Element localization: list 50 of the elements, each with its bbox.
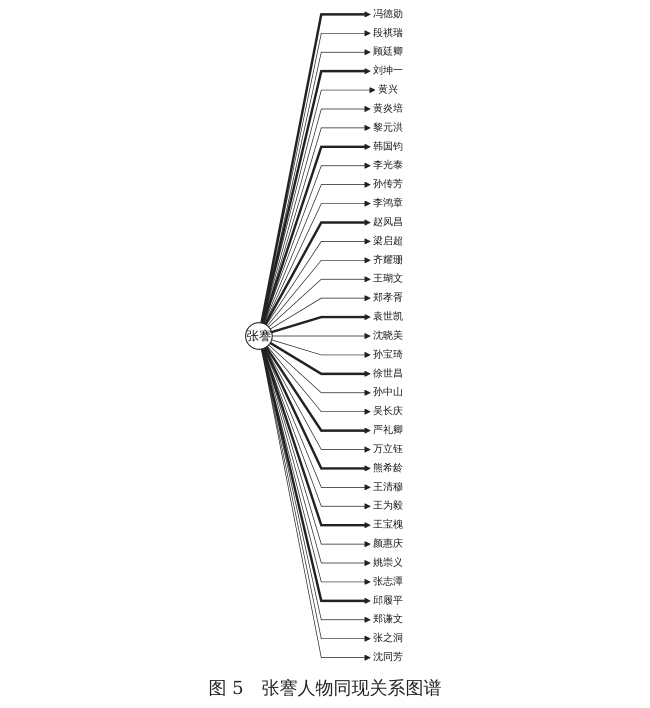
node-text: 李鸿章 xyxy=(372,198,402,209)
node-circle: 张謇 xyxy=(244,322,272,350)
node-text: 万立钰 xyxy=(372,444,402,455)
arrow xyxy=(265,238,370,326)
node-text: 孙宝琦 xyxy=(372,348,402,360)
node-text: 冯德勋 xyxy=(372,8,402,20)
arrow xyxy=(271,332,370,340)
arrow xyxy=(270,340,370,358)
node-text: 徐世昌 xyxy=(372,368,402,380)
node-text: 孙传芳 xyxy=(372,178,402,190)
node-text: 张之洞 xyxy=(372,632,402,644)
node-text: 黄兴 xyxy=(378,84,398,96)
node-text: 颜惠庆 xyxy=(372,538,402,550)
node-text: 顾廷卿 xyxy=(372,46,402,58)
figure-caption: 图 5 张謇人物同现关系图谱 xyxy=(208,677,442,700)
node-text: 赵凤昌 xyxy=(372,216,402,228)
node-text: 袁世凯 xyxy=(372,311,402,322)
arrow xyxy=(264,219,370,325)
node-text: 郑谦文 xyxy=(372,614,402,626)
node-text: 王宝槐 xyxy=(372,519,402,530)
arrow xyxy=(270,314,370,334)
arrow xyxy=(268,276,370,328)
node-text: 郑孝胥 xyxy=(372,292,402,304)
arrow xyxy=(269,342,370,377)
node-text: 沈晓美 xyxy=(372,330,402,342)
node-text: 黎元洪 xyxy=(372,122,402,134)
node-text: 王瑚文 xyxy=(372,273,402,284)
node-text: 王为毅 xyxy=(372,500,402,512)
node-text: 段祺瑞 xyxy=(372,27,402,39)
arrow xyxy=(264,347,370,453)
node-text: 齐耀珊 xyxy=(372,254,402,266)
node-text: 李光泰 xyxy=(372,160,402,171)
node-text: 姚崇义 xyxy=(372,557,402,568)
node-text: 黄炎培 xyxy=(372,103,402,114)
arrow xyxy=(269,295,370,330)
node-text: 刘坤一 xyxy=(372,65,402,76)
arrow xyxy=(264,346,370,434)
arrow xyxy=(266,346,370,415)
node-text: 邱履平 xyxy=(372,594,402,606)
node-text: 严礼卿 xyxy=(372,424,402,436)
arrow xyxy=(268,344,370,396)
node-text: 王清穆 xyxy=(372,481,402,493)
node-text: 张志潭 xyxy=(372,576,402,588)
node-text: 梁启超 xyxy=(372,235,402,247)
arrow xyxy=(266,257,370,326)
node-text: 吴长庆 xyxy=(372,406,402,417)
node-text: 孙中山 xyxy=(372,386,402,398)
node-text: 韩国钧 xyxy=(372,140,402,152)
node-text: 熊希龄 xyxy=(372,462,402,474)
node-text: 沈同芳 xyxy=(372,652,402,663)
